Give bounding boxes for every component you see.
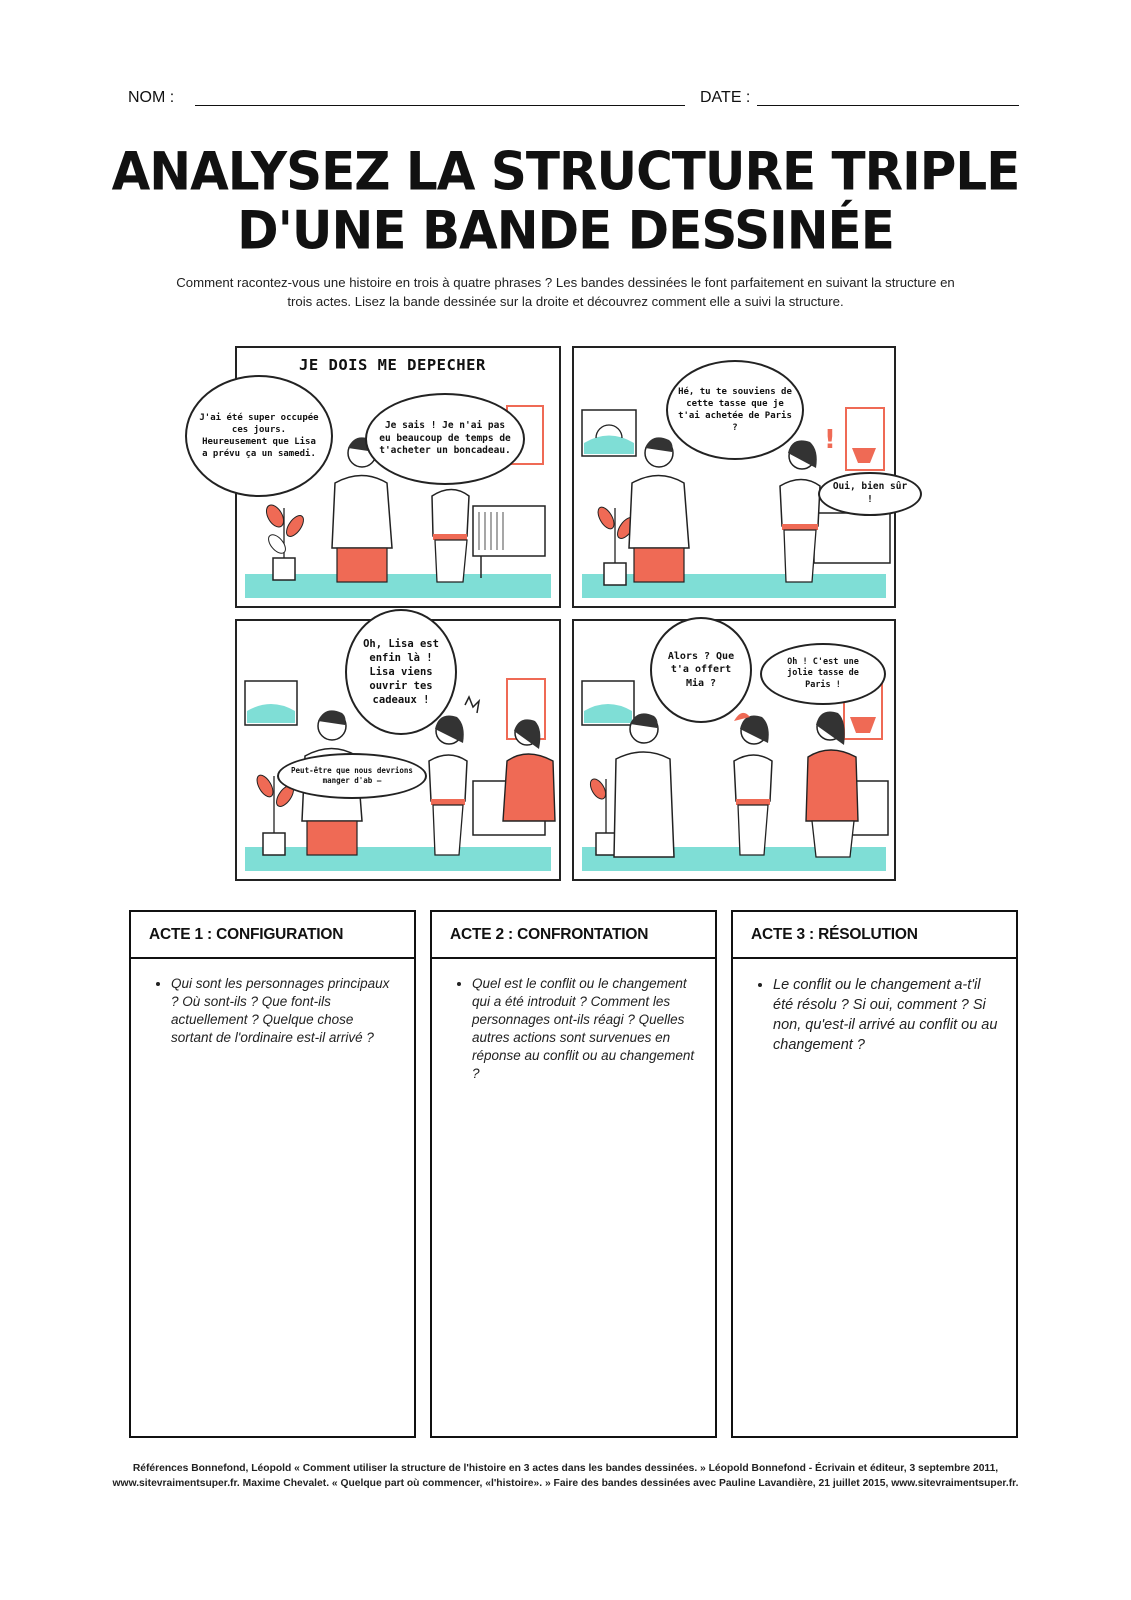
act-1-box: ACTE 1 : CONFIGURATION Qui sont les pers… [129,910,416,1438]
speech-bubble: Je sais ! Je n'ai pas eu beaucoup de tem… [365,393,525,485]
act-2-question: Quel est le conflit ou le changement qui… [472,975,697,1083]
intro-text: Comment racontez-vous une histoire en tr… [176,275,955,309]
comic-panel-1: JE DOIS ME DEPECHER J'ai été super occup… [185,346,561,608]
act-3-box: ACTE 3 : RÉSOLUTION Le conflit ou le cha… [731,910,1018,1438]
name-label: NOM : [128,89,175,106]
speech-bubble: Oui, bien sûr ! [818,472,922,516]
floor [245,847,551,871]
comic-panel-3: Oh, Lisa est enfin là ! Lisa viens ouvri… [235,609,561,881]
act-2-heading: ACTE 2 : CONFRONTATION [432,912,715,959]
panel-2-illustration: ! [581,407,891,586]
act-3-answer-area[interactable]: Le conflit ou le changement a-t'il été r… [733,959,1016,1055]
date-label: DATE : [700,89,751,106]
act-2-answer-area[interactable]: Quel est le conflit ou le changement qui… [432,959,715,1083]
panel-1-illustration [265,405,546,583]
speech-bubble: Oh, Lisa est enfin là ! Lisa viens ouvri… [345,609,457,735]
panel-3-illustration [244,678,556,856]
name-field-line[interactable] [195,105,685,106]
comic-strip: JE DOIS ME DEPECHER J'ai été super occup… [185,346,922,881]
worksheet-title: Analysez la structure triple d'une bande… [60,142,1071,260]
speech-bubble: Alors ? Que t'a offert Mia ? [650,617,752,723]
act-1-question: Qui sont les personnages principaux ? Où… [171,975,396,1047]
svg-text:!: ! [824,425,836,455]
panel-4-illustration [581,678,889,858]
comic-panel-2: ! Hé, tu te souviens de cette tasse que … [572,346,922,608]
references: Références Bonnefond, Léopold « Comment … [112,1463,1019,1489]
act-1-heading: ACTE 1 : CONFIGURATION [131,912,414,959]
speech-bubble: Peut-être que nous devrions manger d'ab … [277,753,427,799]
act-3-question: Le conflit ou le changement a-t'il été r… [773,975,998,1055]
act-3-heading: ACTE 3 : RÉSOLUTION [733,912,1016,959]
act-2-box: ACTE 2 : CONFRONTATION Quel est le confl… [430,910,717,1438]
comic-panel-4: Alors ? Que t'a offert Mia ? Oh ! C'est … [572,617,896,881]
floor [582,574,886,598]
act-1-answer-area[interactable]: Qui sont les personnages principaux ? Où… [131,959,414,1047]
panel-1-title: JE DOIS ME DEPECHER [299,356,486,374]
speech-bubble: J'ai été super occupée ces jours. Heureu… [185,375,333,497]
floor [245,574,551,598]
title-line-1: Analysez la structure triple [111,141,1021,203]
speech-bubble: Oh ! C'est une jolie tasse de Paris ! [760,643,886,705]
speech-bubble: Hé, tu te souviens de cette tasse que je… [666,360,804,460]
date-field-line[interactable] [757,105,1019,106]
title-line-2: d'une bande dessinée [237,199,895,261]
